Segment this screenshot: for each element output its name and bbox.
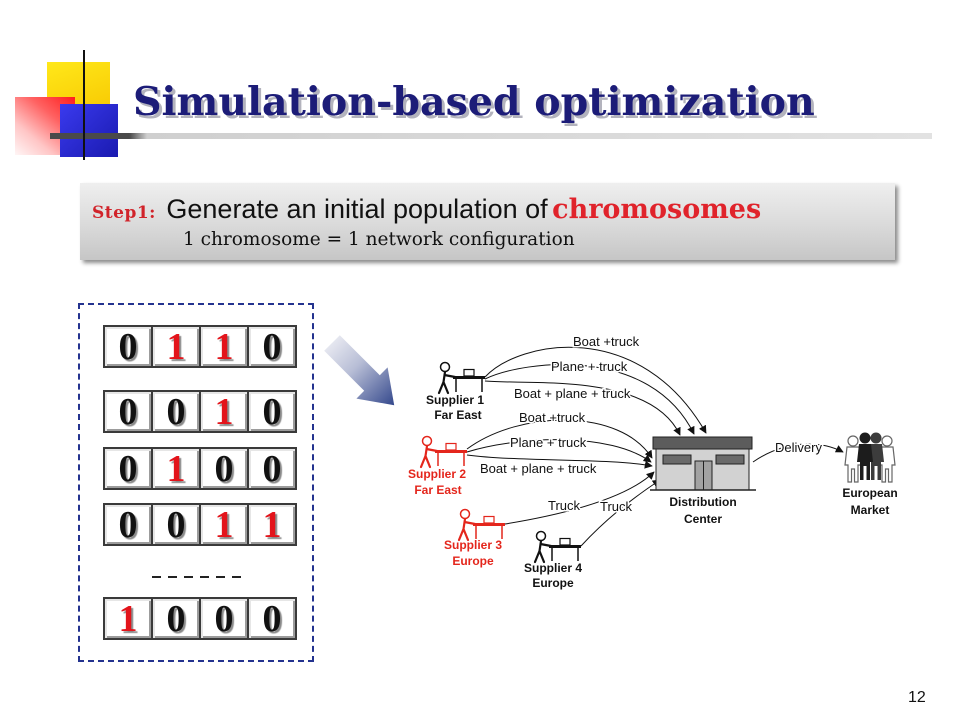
page-number: 12 bbox=[908, 689, 926, 706]
route-curve-s2-boat-plane-truck bbox=[466, 454, 653, 469]
market-label-line2: Market bbox=[851, 503, 890, 517]
chromosome-row-2: 0 0 1 0 bbox=[103, 390, 297, 433]
step-heading: Step1: Generate an initial population of… bbox=[92, 193, 761, 226]
market-label-line1: European bbox=[842, 486, 897, 500]
transition-arrow-icon bbox=[324, 335, 395, 406]
chromosome-gene: 0 bbox=[151, 505, 199, 544]
route-label-s1-plane-truck: Plane + truck bbox=[551, 359, 628, 374]
supplier-1-region: Far East bbox=[434, 408, 481, 422]
supply-network-diagram: Boat +truck Plane + truck Boat + plane +… bbox=[324, 333, 899, 591]
chromosome-gene: 1 bbox=[105, 599, 151, 638]
route-curve-s1-boat-truck bbox=[484, 346, 707, 434]
chromosome-gene: 0 bbox=[247, 449, 295, 488]
step-subtext: 1 chromosome = 1 network configuration bbox=[183, 229, 575, 250]
title-underline bbox=[50, 133, 932, 139]
supplier-4-worker-icon bbox=[533, 530, 581, 564]
chromosome-gene: 1 bbox=[247, 505, 295, 544]
supplier-4-name: Supplier 4 bbox=[524, 561, 582, 575]
chromosome-gene: 0 bbox=[105, 327, 151, 366]
chromosome-gene: 0 bbox=[151, 392, 199, 431]
step-highlight-term: chromosomes bbox=[552, 194, 762, 225]
chromosome-gene: 1 bbox=[199, 505, 247, 544]
decorative-blue-square bbox=[60, 104, 118, 157]
distribution-center-label-line1: Distribution bbox=[669, 495, 736, 509]
route-curve-s2-boat-truck bbox=[466, 419, 653, 459]
route-curve-s1-boat-plane-truck bbox=[484, 380, 681, 436]
chromosome-gene: 0 bbox=[199, 449, 247, 488]
route-curve-s4-truck bbox=[580, 479, 661, 547]
step-description: Generate an initial population of bbox=[166, 194, 548, 224]
route-label-s2-plane-truck: Plane + truck bbox=[510, 435, 587, 450]
decorative-vertical-line bbox=[83, 50, 85, 160]
chromosome-gene: 0 bbox=[199, 599, 247, 638]
supplier-4-region: Europe bbox=[532, 576, 574, 590]
chromosome-gene: 1 bbox=[151, 449, 199, 488]
slide-title: Simulation-based optimization bbox=[133, 79, 815, 125]
chromosome-gene: 0 bbox=[151, 599, 199, 638]
chromosome-gene: 0 bbox=[105, 505, 151, 544]
chromosome-gene: 1 bbox=[151, 327, 199, 366]
more-chromosomes-ellipsis bbox=[152, 576, 246, 578]
chromosome-row-3: 0 1 0 0 bbox=[103, 447, 297, 490]
step-label: Step1: bbox=[92, 203, 156, 223]
supplier-2-name: Supplier 2 bbox=[408, 467, 466, 481]
route-label-s3-truck: Truck bbox=[548, 498, 581, 513]
supplier-2-region: Far East bbox=[414, 483, 461, 497]
chromosome-gene: 0 bbox=[247, 327, 295, 366]
supplier-1-worker-icon bbox=[437, 361, 485, 395]
people-group-icon bbox=[844, 432, 896, 483]
supplier-1-name: Supplier 1 bbox=[426, 393, 484, 407]
chromosome-gene: 0 bbox=[247, 599, 295, 638]
route-curve-s3-truck bbox=[504, 471, 655, 525]
step-callout-box: Step1: Generate an initial population of… bbox=[80, 183, 895, 260]
route-label-s2-boat-truck: Boat +truck bbox=[519, 410, 586, 425]
supplier-3-region: Europe bbox=[452, 554, 494, 568]
chromosome-row-4: 0 0 1 1 bbox=[103, 503, 297, 546]
chromosome-gene: 0 bbox=[105, 449, 151, 488]
route-label-s1-boat-plane-truck: Boat + plane + truck bbox=[514, 386, 631, 401]
supplier-3-name: Supplier 3 bbox=[444, 538, 502, 552]
chromosome-gene: 1 bbox=[199, 392, 247, 431]
chromosome-gene: 0 bbox=[247, 392, 295, 431]
chromosome-row-1: 0 1 1 0 bbox=[103, 325, 297, 368]
distribution-center-label-line2: Center bbox=[684, 512, 722, 526]
supplier-2-worker-icon bbox=[419, 435, 467, 469]
chromosome-gene: 0 bbox=[105, 392, 151, 431]
route-label-s4-truck: Truck bbox=[600, 499, 633, 514]
delivery-curve bbox=[752, 443, 844, 463]
population-panel bbox=[78, 303, 314, 662]
route-label-s1-boat-truck: Boat +truck bbox=[573, 334, 640, 349]
route-label-s2-boat-plane-truck: Boat + plane + truck bbox=[480, 461, 597, 476]
route-curve-s2-plane-truck bbox=[466, 439, 652, 463]
chromosome-row-5: 1 0 0 0 bbox=[103, 597, 297, 640]
chromosome-gene: 1 bbox=[199, 327, 247, 366]
route-curve-s1-plane-truck bbox=[484, 364, 695, 435]
supplier-3-worker-icon bbox=[457, 508, 505, 542]
delivery-label: Delivery bbox=[775, 440, 822, 455]
warehouse-icon bbox=[650, 436, 756, 491]
